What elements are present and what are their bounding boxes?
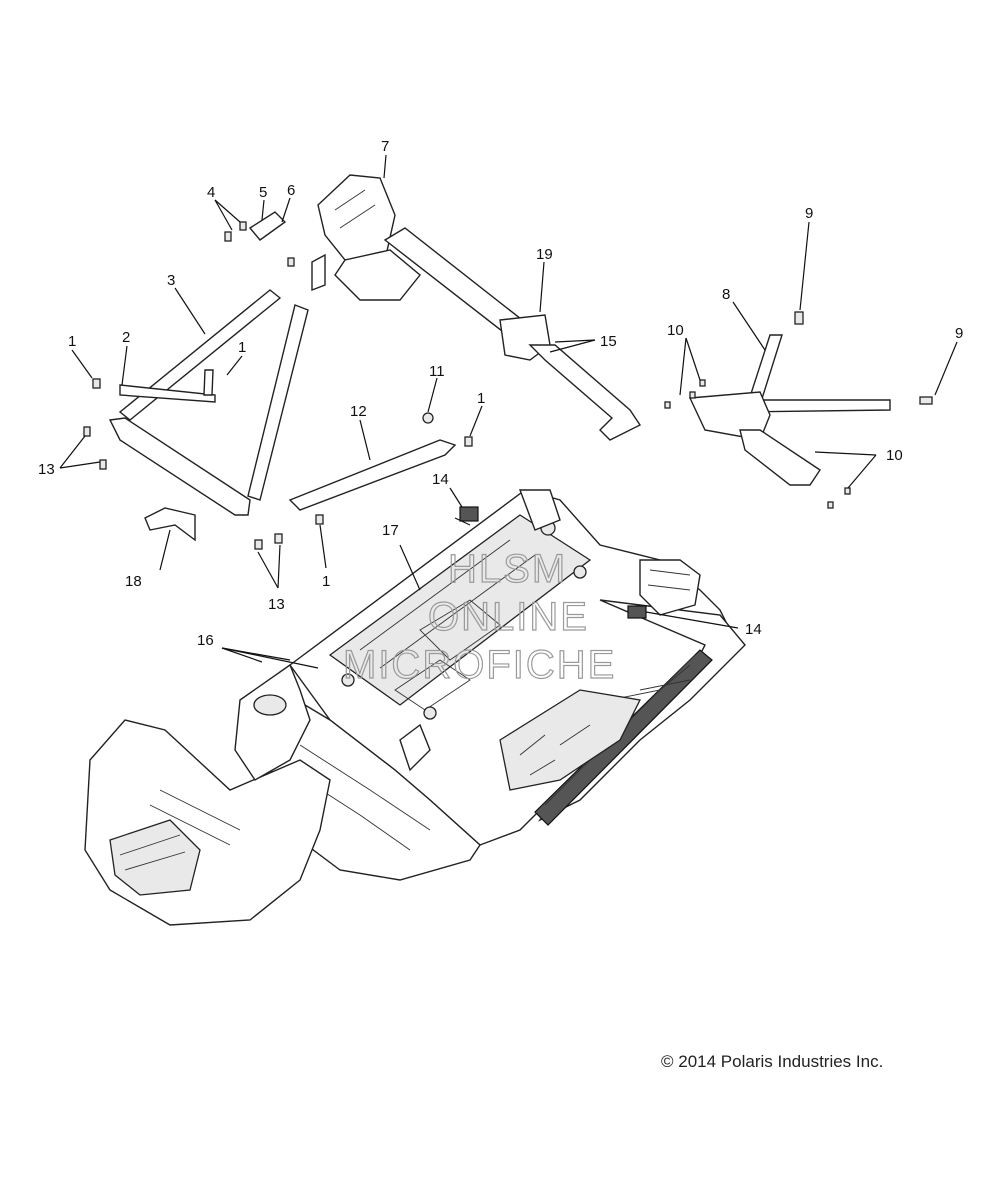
callout-labels: 7 4 5 6 9 19 3 8 10 9 15 1 2 1 11 1 12 1… [38,138,963,649]
callout-14-right: 14 [745,621,762,638]
front-a-frame [108,289,309,516]
copyright-notice: © 2014 Polaris Industries Inc. [661,1052,884,1071]
callout-13-left: 13 [38,461,55,478]
stay-bar [288,439,457,511]
steering-arm-assembly [688,334,891,486]
callout-1-left: 1 [68,333,76,350]
leader-lines [59,154,958,669]
watermark: HLSM ONLINE MICROFICHE [342,546,616,687]
hardware-parts [83,211,933,619]
watermark-line-1: HLSM [448,547,567,591]
watermark-line-3: MICROFICHE [343,643,616,687]
callout-1-bottom: 1 [322,573,330,590]
callout-15: 15 [600,333,617,350]
callout-10-top: 10 [667,322,684,339]
callout-7: 7 [381,138,389,155]
callout-13-bottom: 13 [268,596,285,613]
callout-1-mid: 1 [238,339,246,356]
callout-10-right: 10 [886,447,903,464]
callout-5: 5 [259,184,267,201]
callout-9-top: 9 [805,205,813,222]
watermark-line-2: ONLINE [428,595,589,639]
callout-14-top: 14 [432,471,449,488]
callout-16: 16 [197,632,214,649]
callout-1-right: 1 [477,390,485,407]
chassis-assembly [84,489,746,926]
callout-4: 4 [207,184,215,201]
callout-11: 11 [429,363,445,380]
callout-2: 2 [122,329,130,346]
callout-12: 12 [350,403,367,420]
callout-8: 8 [722,286,730,303]
callout-6: 6 [287,182,295,199]
callout-18: 18 [125,573,142,590]
callout-9-right: 9 [955,325,963,342]
callout-19: 19 [536,246,553,263]
callout-17: 17 [382,522,399,539]
steering-column-assembly [317,174,642,441]
callout-3: 3 [167,272,175,289]
bracket-18 [144,507,196,542]
